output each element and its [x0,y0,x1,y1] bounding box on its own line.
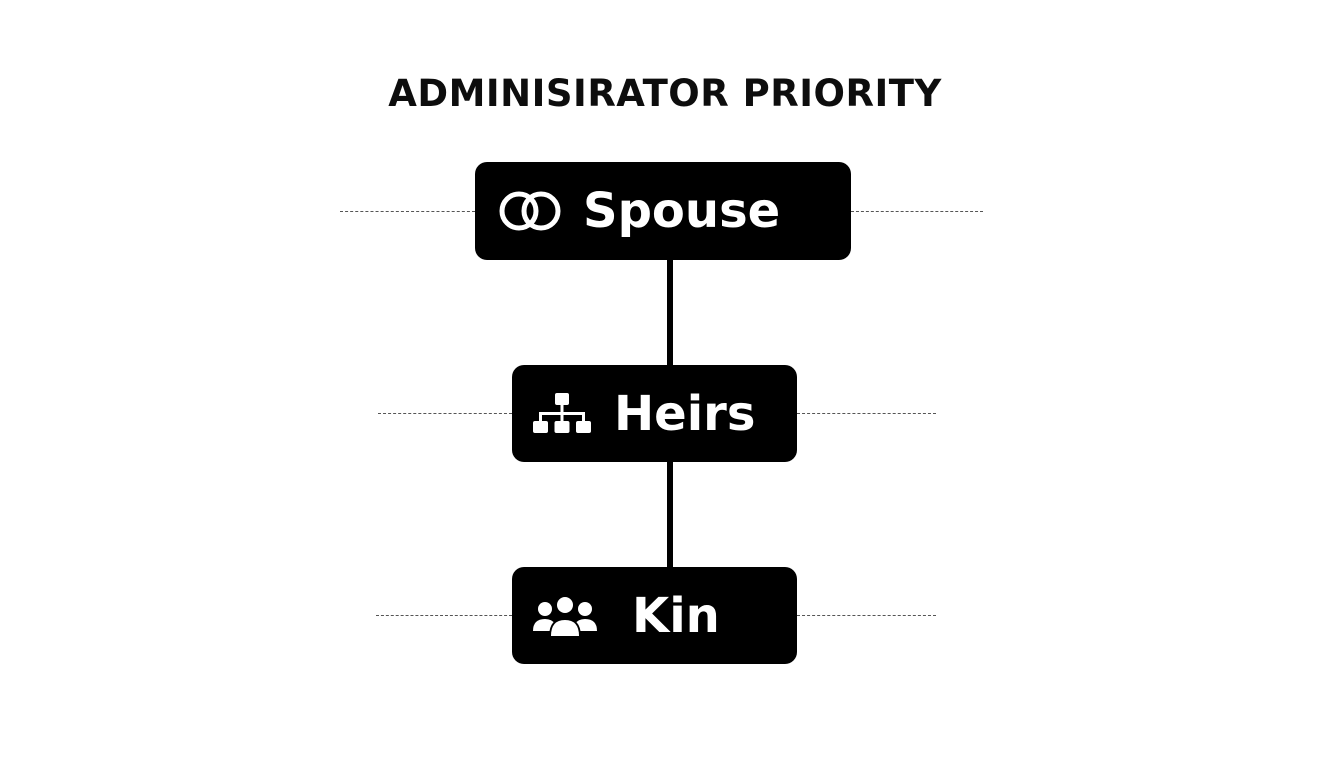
interlocking-rings-icon [495,189,565,233]
dashed-line-kin-left [376,615,512,616]
node-label-heirs: Heirs [614,385,756,442]
dashed-line-spouse-right [851,211,983,212]
node-label-spouse: Spouse [583,183,781,239]
diagram-title: ADMINISIRATOR PRIORITY [388,72,942,115]
dashed-line-spouse-left [340,211,475,212]
hierarchy-icon [530,391,594,437]
dashed-line-heirs-left [378,413,512,414]
node-heirs[interactable]: Heirs [512,365,797,462]
connector-spouse-heirs [667,258,673,366]
node-label-kin: Kin [632,587,720,644]
node-spouse[interactable]: Spouse [475,162,851,260]
connector-heirs-kin [667,460,673,568]
dashed-line-kin-right [797,615,936,616]
people-group-icon [530,593,600,639]
node-kin[interactable]: Kin [512,567,797,664]
dashed-line-heirs-right [797,413,936,414]
